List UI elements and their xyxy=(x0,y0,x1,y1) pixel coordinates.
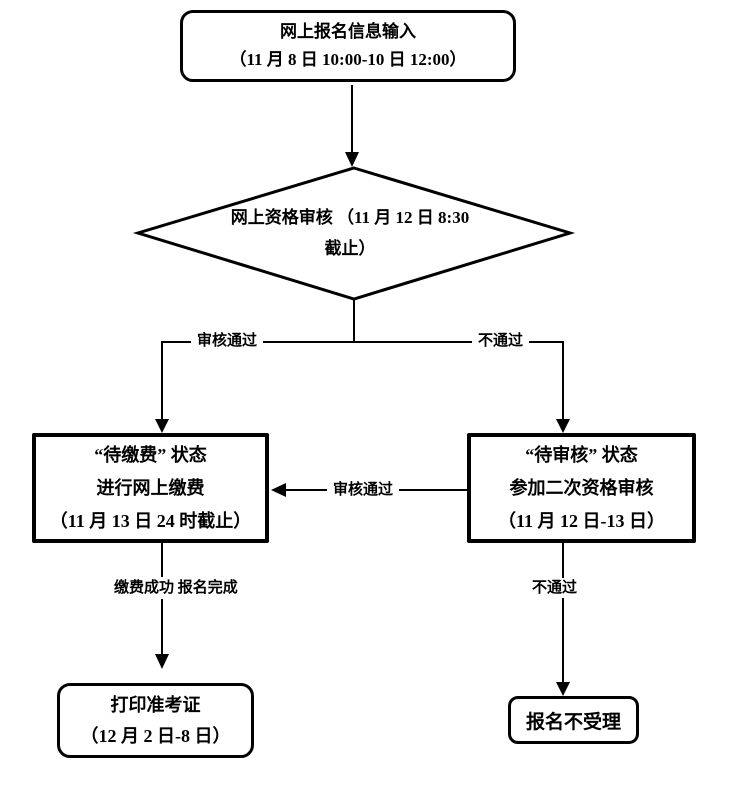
arrowhead-down-icon xyxy=(556,419,570,433)
edge-label-line: 报名完成 xyxy=(177,580,238,596)
node-title: 网上资格审核 xyxy=(230,208,333,227)
node-title: 网上报名信息输入 xyxy=(280,22,416,41)
edge-label-payment-success: 缴费成功 报名完成 xyxy=(114,577,238,599)
edge-label-second-review-passed: 审核通过 xyxy=(327,480,400,500)
node-status: “待缴费” 状态 xyxy=(94,444,207,465)
node-date-range: （11 月 8 日 10:00-10 日 12:00） xyxy=(229,50,467,69)
node-online-qualification-review: 网上资格审核 （11 月 12 日 8:30 截止） xyxy=(230,202,470,264)
node-status: “待审核” 状态 xyxy=(525,444,638,465)
node-pending-payment: “待缴费” 状态 进行网上缴费 （11 月 13 日 24 时截止） xyxy=(32,433,269,543)
node-action: 进行网上缴费 xyxy=(96,477,205,498)
node-registration-rejected: 报名不受理 xyxy=(508,696,639,744)
node-deadline: （11 月 13 日 24 时截止） xyxy=(49,510,252,531)
node-print-admission-ticket: 打印准考证 （12 月 2 日-8 日） xyxy=(57,683,254,758)
edge-label-review-passed: 审核通过 xyxy=(191,331,264,351)
edge-label-line: 缴费成功 xyxy=(114,580,175,596)
node-title: 报名不受理 xyxy=(525,711,621,733)
node-date-range: （12 月 2 日-8 日） xyxy=(80,725,231,746)
node-pending-review: “待审核” 状态 参加二次资格审核 （11 月 12 日-13 日） xyxy=(467,433,696,543)
arrowhead-down-icon xyxy=(345,152,359,167)
node-deadline: （11 月 12 日 8:30 截止） xyxy=(324,208,470,258)
edge-label-not-passed-final: 不通过 xyxy=(526,578,584,598)
edge-label-not-passed: 不通过 xyxy=(472,331,530,351)
arrowhead-left-icon xyxy=(271,483,286,497)
node-title: 打印准考证 xyxy=(110,694,201,715)
arrowhead-down-icon xyxy=(155,654,169,669)
node-date-range: （11 月 12 日-13 日） xyxy=(497,510,665,531)
node-online-registration: 网上报名信息输入 （11 月 8 日 10:00-10 日 12:00） xyxy=(180,10,516,82)
arrowhead-down-icon xyxy=(556,682,570,696)
arrowhead-down-icon xyxy=(155,419,169,433)
node-action: 参加二次资格审核 xyxy=(509,477,654,498)
